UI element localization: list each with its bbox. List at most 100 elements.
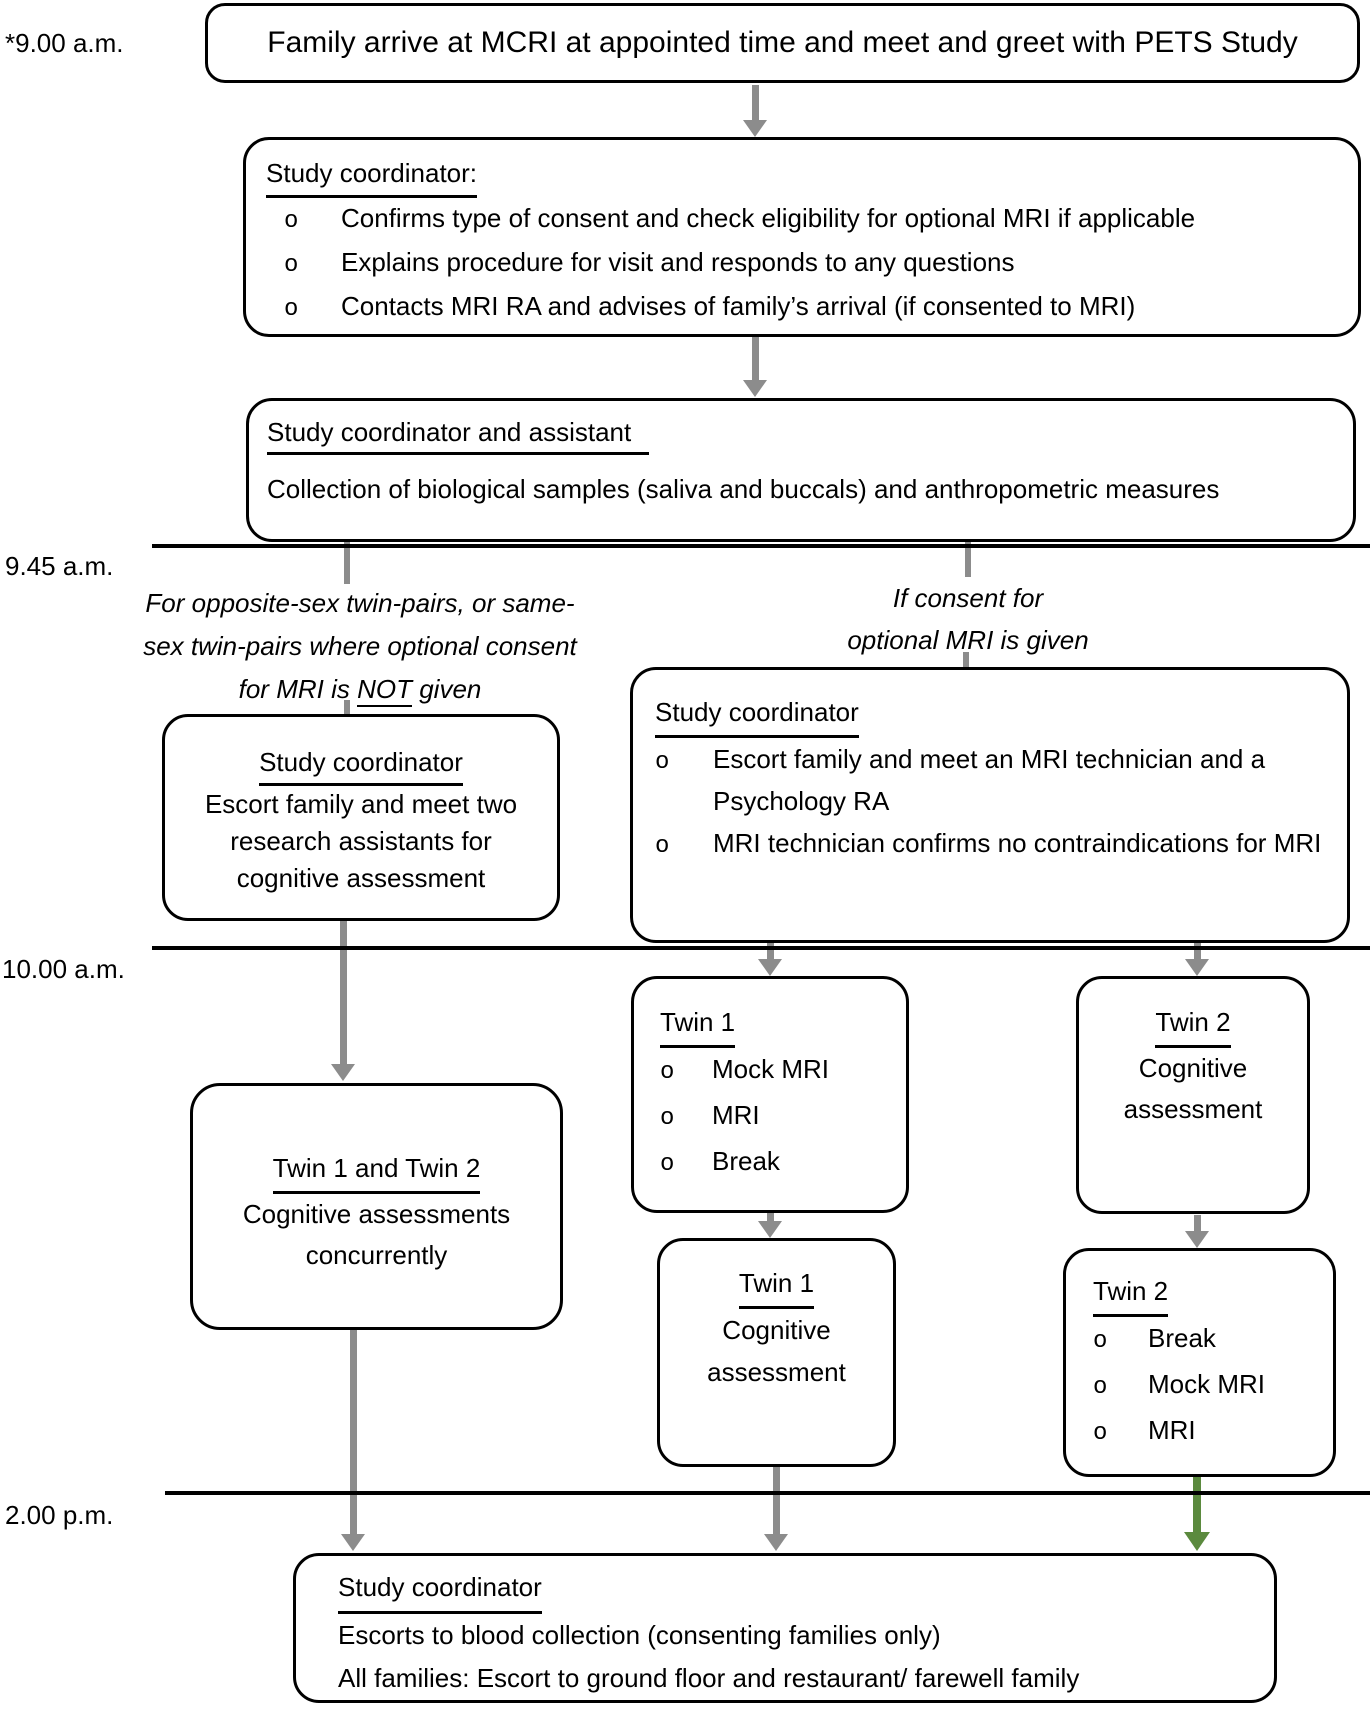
bullet-item: o Confirms type of consent and check elig… bbox=[266, 198, 1338, 242]
bullet-text: MRI bbox=[1148, 1415, 1196, 1445]
arrow-twin1-mri-to-cognitive bbox=[758, 1213, 782, 1238]
arrow-shaft bbox=[1193, 1215, 1201, 1231]
arrow-mri-branch-to-twin2 bbox=[1185, 943, 1209, 976]
box-body-line: Cognitive bbox=[1138, 1053, 1248, 1083]
bullet-marker: o bbox=[284, 208, 299, 235]
arrow-head-icon bbox=[1185, 1231, 1209, 1248]
bullet-marker: o bbox=[1093, 1420, 1108, 1447]
arrow-mri-branch-to-twin1 bbox=[758, 943, 782, 976]
box-title: Study coordinator: bbox=[266, 153, 478, 198]
time-label-1000am: 10.00 a.m. bbox=[2, 954, 125, 984]
box-title: Study coordinator and assistant bbox=[267, 414, 650, 455]
arrow-head-icon bbox=[758, 1221, 782, 1238]
time-label-945am: 9.45 a.m. bbox=[5, 551, 114, 581]
box-title: Twin 2 bbox=[1155, 1002, 1231, 1048]
box-title: Study coordinator bbox=[259, 744, 463, 786]
arrow-shaft bbox=[766, 943, 774, 959]
box-title: Twin 1 bbox=[738, 1262, 815, 1309]
box-escort-mri: Study coordinator o Escort family and mee… bbox=[630, 667, 1350, 943]
box-title-row: Twin 1 and Twin 2 bbox=[193, 1148, 560, 1194]
arrow-head-icon bbox=[758, 959, 782, 976]
caption-line: If consent for bbox=[892, 583, 1044, 613]
arrow-twin2-to-farewell-green bbox=[1184, 1477, 1210, 1551]
box-title-row: Twin 2 bbox=[1093, 1270, 1325, 1317]
bullet-item: o Break bbox=[1093, 1317, 1325, 1363]
bullet-marker: o bbox=[660, 1059, 675, 1086]
bullet-text: Confirms type of consent and check eligi… bbox=[341, 203, 1196, 233]
arrow-head-icon bbox=[1185, 959, 1209, 976]
arrow-shaft bbox=[751, 337, 759, 380]
box-body-line: research assistants for bbox=[230, 826, 492, 856]
arrow-head-icon bbox=[331, 1064, 355, 1081]
box-title-row: Study coordinator and assistant bbox=[267, 414, 1335, 455]
timeline-945 bbox=[152, 544, 1370, 548]
box-body-line: assessment bbox=[707, 1357, 846, 1387]
arrow-head-icon bbox=[764, 1534, 788, 1551]
bullet-item: o Escort family and meet an MRI technicia… bbox=[655, 738, 1327, 822]
bullet-item: o Explains procedure for visit and respon… bbox=[266, 242, 1338, 286]
box-concurrent-assessment: Twin 1 and Twin 2 Cognitive assessments … bbox=[190, 1083, 563, 1330]
box-twin2-cognitive-session: Twin 2 Cognitive assessment bbox=[1076, 976, 1310, 1214]
bullet-marker: o bbox=[1093, 1328, 1108, 1355]
box-body-line: Escorts to blood collection (consenting … bbox=[338, 1620, 941, 1650]
box-body-line: Escort family and meet two bbox=[204, 789, 518, 819]
bullet-text: Escort family and meet an MRI technician… bbox=[713, 744, 1266, 816]
box-family-arrival-text: Family arrive at MCRI at appointed time … bbox=[267, 26, 1298, 59]
connector-left-caption-to-box bbox=[344, 700, 350, 714]
underlined-not: NOT bbox=[357, 674, 412, 707]
arrow-shaft bbox=[339, 921, 347, 1064]
bullet-item: o Contacts MRI RA and advises of family’s… bbox=[266, 286, 1338, 330]
connector-right-branch bbox=[965, 540, 971, 577]
bullet-text: Break bbox=[1148, 1323, 1216, 1353]
arrow-twin1-to-farewell bbox=[764, 1467, 788, 1551]
bullet-marker: o bbox=[284, 296, 299, 323]
bullet-marker: o bbox=[284, 252, 299, 279]
box-body-line: All families: Escort to ground floor and… bbox=[338, 1663, 1080, 1693]
box-title-row: Twin 1 bbox=[660, 1001, 896, 1048]
connector-right-caption-to-box bbox=[963, 652, 969, 667]
bullet-text: Mock MRI bbox=[1148, 1369, 1265, 1399]
timeline-1000 bbox=[152, 946, 1370, 950]
box-title: Study coordinator bbox=[338, 1566, 542, 1614]
arrow-shaft bbox=[772, 1467, 780, 1534]
arrow-shaft bbox=[766, 1213, 774, 1221]
bullet-text: MRI bbox=[712, 1100, 760, 1130]
connector-left-branch bbox=[344, 540, 350, 584]
box-body-line: Cognitive bbox=[722, 1315, 831, 1345]
box-farewell: Study coordinator Escorts to blood colle… bbox=[293, 1553, 1277, 1703]
arrow-shaft bbox=[1193, 943, 1201, 959]
box-title: Study coordinator bbox=[655, 691, 859, 738]
arrow-twin2-cognitive-to-mri bbox=[1185, 1215, 1209, 1248]
caption-line: for MRI is NOT given bbox=[100, 668, 620, 711]
bullet-item: o Mock MRI bbox=[1093, 1363, 1325, 1409]
arrow-concurrent-to-farewell bbox=[341, 1330, 365, 1551]
bullet-item: o MRI bbox=[1093, 1409, 1325, 1455]
arrow-shaft bbox=[751, 85, 759, 120]
box-twin1-cognitive-session: Twin 1 Cognitive assessment bbox=[657, 1238, 896, 1467]
bullet-text: Contacts MRI RA and advises of family’s … bbox=[341, 291, 1136, 321]
box-title: Twin 1 and Twin 2 bbox=[272, 1148, 481, 1194]
bullet-marker: o bbox=[1093, 1374, 1108, 1401]
box-title-row: Twin 2 bbox=[1079, 1002, 1307, 1048]
bullet-marker: o bbox=[655, 833, 670, 860]
bullet-text: Explains procedure for visit and respond… bbox=[341, 247, 1015, 277]
caption-mri-branch: If consent for optional MRI is given bbox=[788, 577, 1148, 661]
time-label-200pm: 2.00 p.m. bbox=[5, 1500, 114, 1530]
box-title-row: Study coordinator bbox=[338, 1566, 1254, 1614]
box-body-line: cognitive assessment bbox=[236, 863, 486, 893]
box-study-coordinator-checkin: Study coordinator: o Confirms type of con… bbox=[243, 137, 1361, 337]
caption-no-mri-branch: For opposite-sex twin-pairs, or same- se… bbox=[100, 582, 620, 711]
arrow-head-icon bbox=[341, 1534, 365, 1551]
arrow-shaft bbox=[349, 1330, 357, 1534]
arrow-arrival-to-checkin bbox=[743, 85, 767, 137]
bullet-item: o MRI technician confirms no contraindica… bbox=[655, 822, 1327, 868]
arrow-head-icon bbox=[743, 380, 767, 397]
box-title: Twin 1 bbox=[660, 1001, 736, 1048]
bullet-text: MRI technician confirms no contraindicat… bbox=[713, 828, 1322, 858]
bullet-marker: o bbox=[655, 749, 670, 776]
